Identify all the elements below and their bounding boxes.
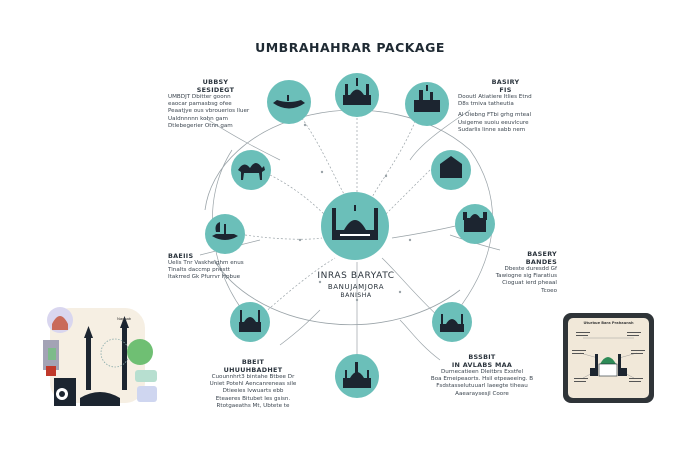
text-block-head: BASERY: [527, 250, 557, 258]
text-block-head: BBEIT: [241, 358, 265, 366]
center-caption: INRAS BARYATC BANUJAMJORA BANISHA: [296, 271, 416, 299]
node-mosque-right: [432, 302, 472, 342]
dhow-icon: [212, 222, 238, 240]
link-text-right: [409, 109, 471, 161]
link-text-bottom-right: [399, 319, 441, 361]
node-boat: [267, 80, 311, 124]
ring-bottom-arc: [213, 259, 461, 326]
node-tower: [405, 82, 449, 126]
camel-icon: [238, 163, 265, 180]
page-title: UMBRAHAHRAR PACKAGE: [255, 40, 445, 55]
text-line: Fsdstasselutuuarl Iaeegte tiheau: [436, 383, 528, 390]
text-block-top-right: BASIRY FIS Dooutl Atiatiere Itlies Etnd …: [458, 78, 553, 134]
mosque-icon: [332, 205, 378, 240]
left-illustration-art: Naghab: [43, 307, 157, 406]
left-illustration: Naghab: [40, 298, 168, 410]
text-line: Dooutl Atiatiere Itlies Etnd: [458, 94, 532, 100]
text-line: Dbeste duresdd Gf: [504, 266, 557, 272]
link-building: [384, 169, 431, 216]
text-line: Peaatjye ous vbrouerios lluer: [168, 108, 250, 115]
text-line: Ualdnnnnn kohn gam: [168, 115, 228, 122]
text-block-bottom-right: BSSBIT IN AVLABS MAA Durnecatieen Dleitb…: [428, 353, 536, 398]
right-thumbnail-art: [572, 332, 645, 382]
right-thumbnail-inner: Uturbue Bara Prahaunsh: [568, 318, 649, 398]
text-line: Dtlebegerier Otnn gam: [168, 122, 233, 129]
text-line: Uniet Potehl Aencanreneas sile: [209, 381, 297, 388]
city-mosque-icon: [343, 362, 371, 388]
text-block-head: UBBSY: [202, 78, 229, 86]
node-mosque-left: [230, 302, 270, 342]
text-block-top-left: UBBSY SESIDEGT UMBDJT Dbitter goonn eaoc…: [168, 78, 263, 130]
link-camel: [269, 174, 331, 221]
mosque-skyline-icon: [343, 78, 371, 105]
building-icon: [440, 156, 462, 178]
link-fort: [391, 224, 461, 239]
text-line: Usigeme suoiu eeuvlcure: [458, 119, 529, 126]
text-line: Boa Emeipeaorts. Hsil etpeaeeing. B: [430, 376, 534, 383]
text-line: Aaearaysesjl Coore: [455, 390, 509, 397]
text-block-mid-left: BAEIIS Uelis Tnr Vaskheighm enus Tinalts…: [168, 252, 258, 282]
node-building: [431, 150, 471, 190]
text-block-head: BSSBIT: [468, 353, 496, 361]
text-block-head: BAEIIS: [168, 252, 194, 260]
center-caption-line2: BANUJAMJORA: [327, 283, 385, 291]
text-block-head: SESIDEGT: [196, 86, 235, 94]
node-center: [321, 192, 389, 260]
link-text-left: [204, 117, 281, 161]
left-card-label: Naghab: [117, 316, 132, 321]
text-line: Sudarlis linne sabb nem: [458, 126, 526, 133]
link-dhow: [244, 234, 323, 240]
text-line: Eteaeres Bitubet Ies gsisn.: [215, 395, 291, 402]
text-line: Tcoeo: [541, 287, 557, 294]
node-dhow: [205, 214, 245, 254]
text-line: Cioguat ierd pheaal: [502, 280, 557, 287]
right-card-title: Uturbue Bara Prahaunsh: [583, 321, 634, 325]
text-line: Al Oiebng FTbi grhg mteal: [458, 112, 532, 119]
node-fort: [455, 204, 495, 244]
text-line: Uelis Tnr Vaskheighm enus: [168, 260, 244, 266]
link-text-bottom-left: [279, 309, 321, 346]
text-line: Rtotgaeaths Mt, Ubtete te: [216, 402, 290, 409]
link-mosque-right: [381, 257, 441, 319]
text-line: eaocar pamasbsg ofee: [168, 101, 232, 108]
text-block-head: FIS: [499, 86, 512, 94]
node-bottom: [335, 354, 379, 398]
text-block-head: UHUUHBADHET: [223, 366, 283, 374]
text-line: D8s tmiva tatheutia: [458, 101, 514, 108]
text-block-head: IN AVLABS MAA: [451, 361, 513, 369]
text-line: UMBDJT Dbitter goonn: [168, 94, 231, 100]
text-block-head: BASIRY: [491, 78, 520, 86]
text-line: Tawiogne sig Fiaratius: [495, 273, 557, 280]
text-line: Durnecatieen Dleitbrs Exstfel: [440, 369, 523, 375]
text-block-head: BANDES: [525, 258, 557, 266]
mosque-small-icon: [239, 310, 261, 332]
text-line: Cuounnhrt3 bintahe Btbee Dr: [211, 374, 295, 380]
right-card-mosque-icon: [590, 354, 627, 377]
right-thumbnail-card: Uturbue Bara Prahaunsh: [563, 313, 654, 403]
link-mosque-left: [261, 257, 336, 316]
tower-icon: [414, 85, 440, 112]
boat-icon: [273, 95, 305, 109]
text-line: Tinalts daccmp pnestt: [168, 267, 230, 274]
connector-dots: [298, 123, 412, 302]
minaret-city-icon: [440, 314, 464, 332]
text-line: Itakrred Gk Pfurrvr Hpbue: [168, 274, 241, 281]
text-block-bottom-left: BBEIT UHUUHBADHET Cuounnhrt3 bintahe Btb…: [203, 358, 303, 410]
text-block-mid-right: BASERY BANDES Dbeste duresdd Gf Tawiogne…: [482, 250, 557, 295]
text-line: Dtieeies Ivwuarts ebb: [222, 388, 284, 395]
center-caption-line1: INRAS BARYATC: [317, 271, 395, 281]
fort-icon: [463, 212, 487, 232]
node-top: [335, 73, 379, 117]
center-caption-line3: BANISHA: [340, 292, 372, 299]
node-camel: [231, 150, 271, 190]
